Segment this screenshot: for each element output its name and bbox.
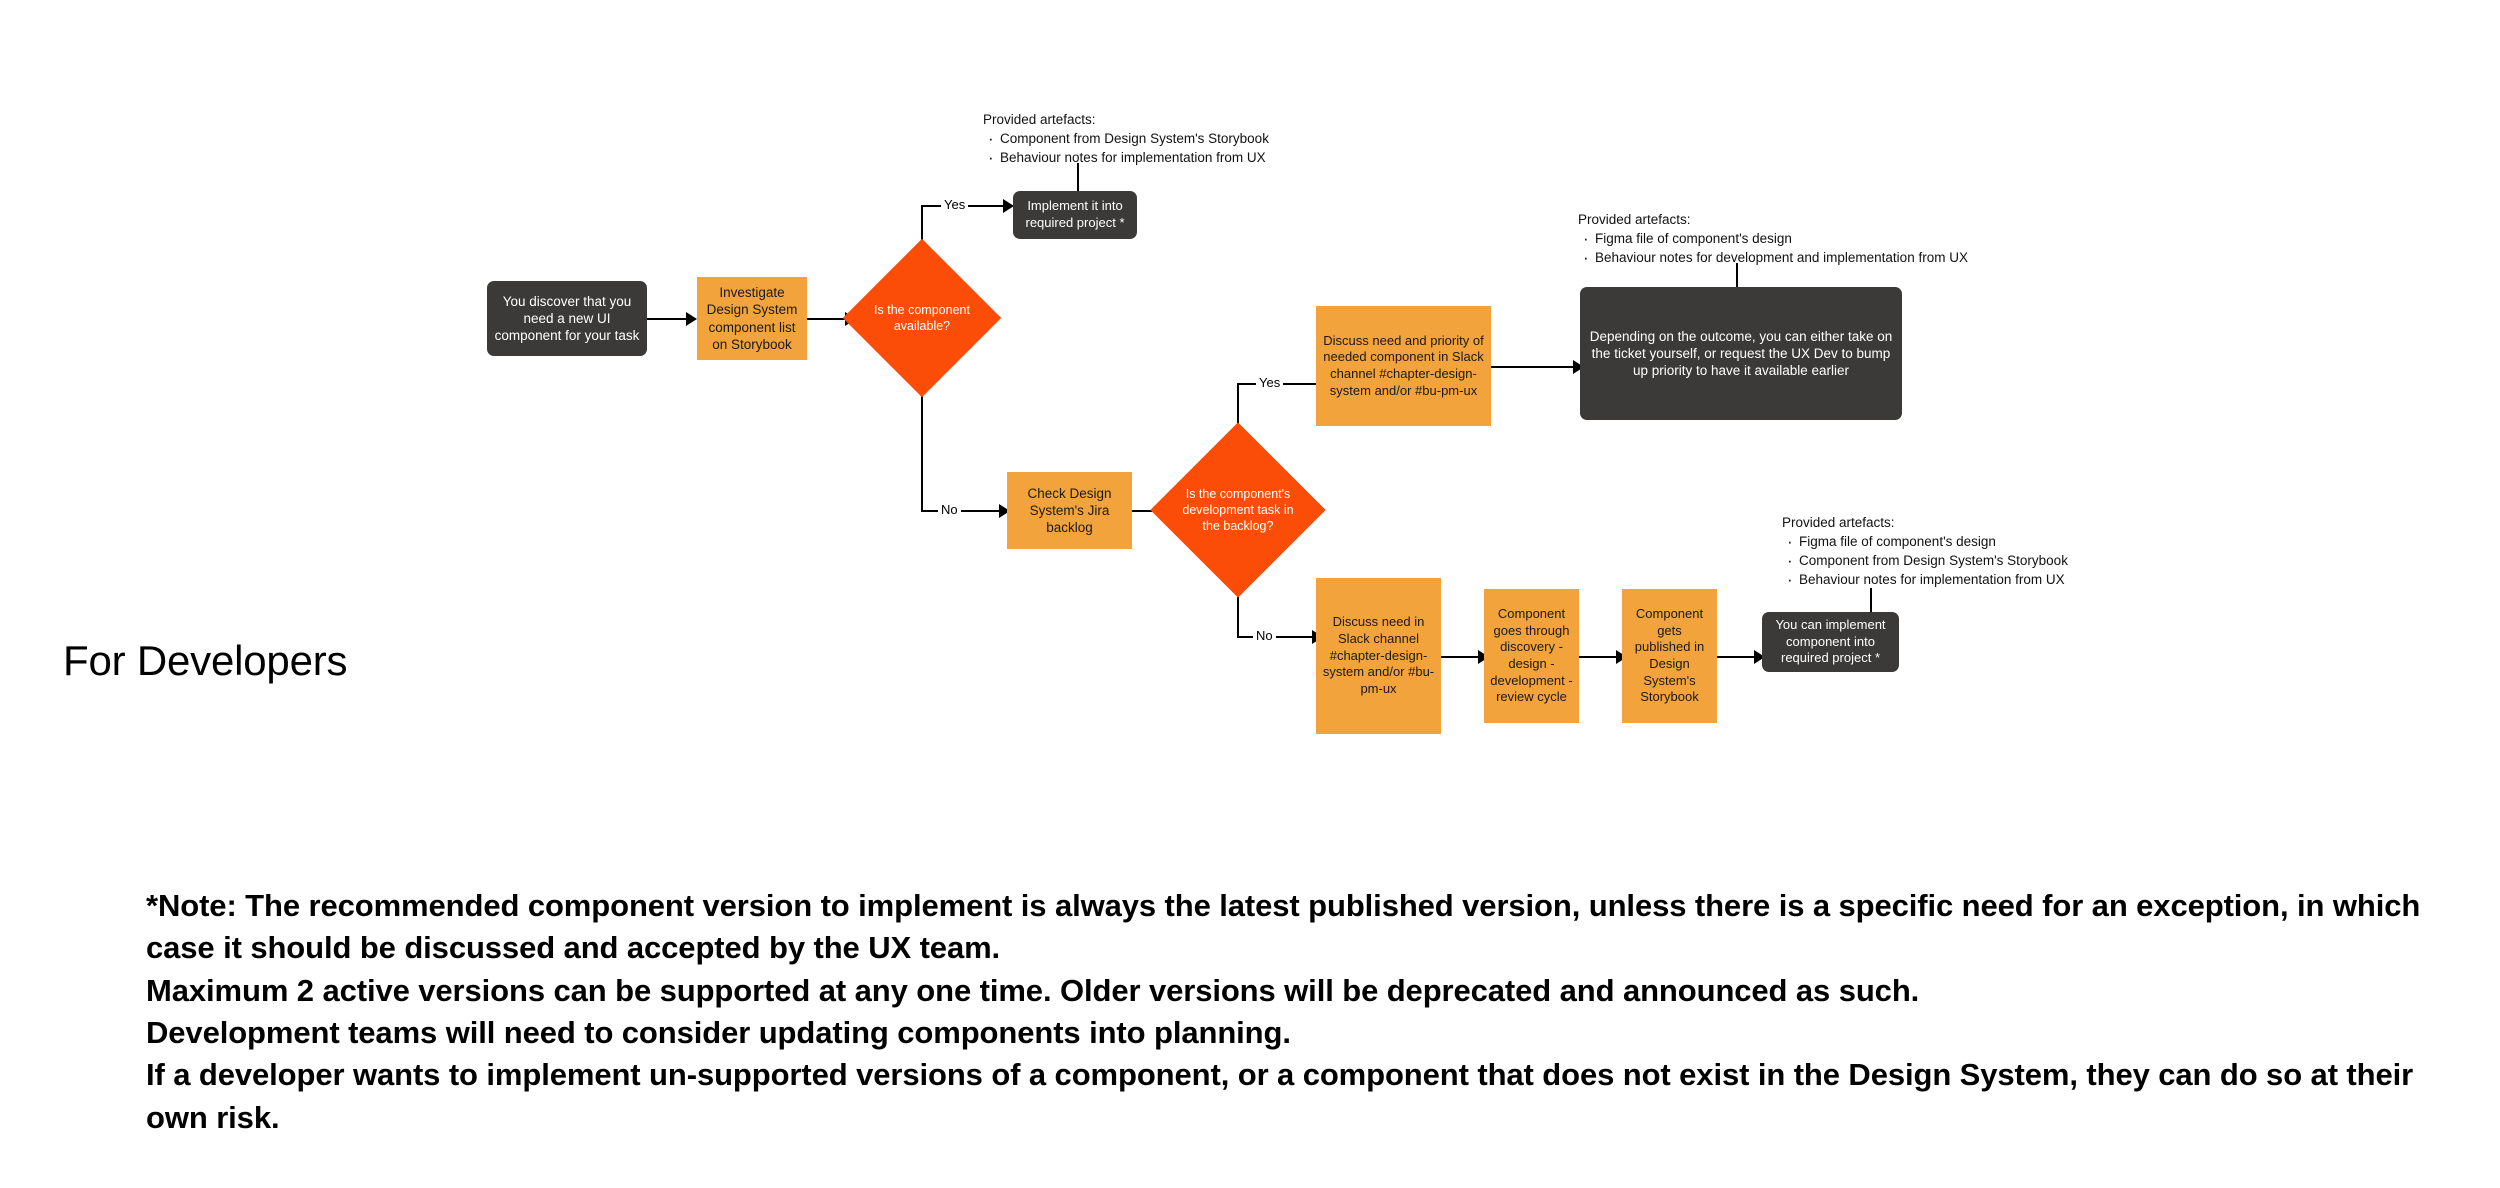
node-discuss-priority[interactable]: Discuss need and priority of needed comp… [1316, 306, 1491, 426]
artefacts-note-heading: Provided artefacts: [983, 112, 1096, 127]
note-connector-line [1077, 163, 1079, 197]
connector-need-to-cycle [1441, 656, 1483, 658]
node-discuss-need-label: Discuss need in Slack channel #chapter-d… [1322, 614, 1435, 696]
arrowhead-icon [999, 504, 1010, 518]
footnote-block: *Note: The recommended component version… [146, 885, 2446, 1139]
connector-no-horizontal [921, 510, 1006, 512]
footnote-line: *Note: The recommended component version… [146, 888, 2421, 966]
node-depending-outcome-label: Depending on the outcome, you can either… [1589, 328, 1893, 379]
edge-label-yes: Yes [941, 198, 969, 211]
footnote-line: Maximum 2 active versions can be support… [146, 972, 1920, 1008]
node-implement-it[interactable]: Implement it into required project * [1013, 191, 1137, 239]
node-start-label: You discover that you need a new UI comp… [494, 293, 640, 344]
artefacts-note-item: Behaviour notes for development and impl… [1578, 247, 1968, 269]
arrowhead-icon [686, 312, 697, 326]
connector-start-to-investigate [647, 318, 691, 320]
artefacts-note-heading: Provided artefacts: [1782, 515, 1895, 530]
footnote-line: Development teams will need to consider … [146, 1014, 1291, 1050]
arrowhead-icon [1478, 650, 1489, 664]
arrowhead-icon [1573, 360, 1584, 374]
node-check-jira[interactable]: Check Design System's Jira backlog [1007, 472, 1132, 549]
note-connector-line [1736, 263, 1738, 287]
node-implement-it-label: Implement it into required project * [1025, 198, 1125, 230]
connector-investigate-to-decision [807, 318, 850, 320]
artefacts-note-list: Figma file of component's design Compone… [1782, 531, 2068, 592]
node-investigate-label: Investigate Design System component list… [706, 284, 798, 352]
node-depending-outcome[interactable]: Depending on the outcome, you can either… [1580, 287, 1902, 420]
connector-published-to-final [1717, 656, 1759, 658]
connector-no2-horizontal [1237, 636, 1319, 638]
artefacts-note-item: Component from Design System's Storybook [1782, 550, 2068, 572]
node-discovery-cycle-label: Component goes through discovery - desig… [1490, 606, 1573, 705]
artefacts-note-list: Figma file of component's design Behavio… [1578, 228, 1968, 269]
artefacts-note-heading: Provided artefacts: [1578, 212, 1691, 227]
artefacts-note-implement: Provided artefacts: Component from Desig… [983, 110, 1269, 169]
node-published-label: Component gets published in Design Syste… [1634, 606, 1705, 705]
artefacts-note-item: Behaviour notes for implementation from … [1782, 569, 2068, 591]
footnote-line: If a developer wants to implement un-sup… [146, 1057, 2414, 1135]
node-start[interactable]: You discover that you need a new UI comp… [487, 281, 647, 356]
connector-yes2-riser [1237, 383, 1239, 450]
decision-component-available-label: Is the component available? [874, 302, 970, 333]
artefacts-note-item: Behaviour notes for implementation from … [983, 147, 1269, 169]
artefacts-note-list: Component from Design System's Storybook… [983, 128, 1269, 169]
arrowhead-icon [1003, 199, 1014, 213]
node-you-can-implement-label: You can implement component into require… [1775, 617, 1886, 666]
artefacts-note-final: Provided artefacts: Figma file of compon… [1782, 513, 2068, 592]
decision-backlog-task-label: Is the component's development task in t… [1182, 486, 1294, 534]
artefacts-note-item: Figma file of component's design [1578, 228, 1968, 250]
page-title: For Developers [63, 637, 348, 684]
arrowhead-icon [1754, 650, 1765, 664]
edge-label-no: No [1253, 629, 1276, 642]
node-check-jira-label: Check Design System's Jira backlog [1027, 485, 1112, 536]
node-discovery-cycle[interactable]: Component goes through discovery - desig… [1484, 589, 1579, 723]
edge-label-yes: Yes [1256, 376, 1284, 389]
node-discuss-priority-label: Discuss need and priority of needed comp… [1323, 332, 1484, 398]
edge-label-no: No [938, 503, 961, 516]
note-connector-line [1870, 588, 1872, 613]
connector-yes-riser [921, 205, 923, 250]
arrowhead-icon [1616, 650, 1627, 664]
artefacts-note-item: Figma file of component's design [1782, 531, 2068, 553]
decision-component-available[interactable]: Is the component available? [842, 238, 1002, 398]
connector-cycle-to-published [1579, 656, 1621, 658]
connector-priority-to-outcome [1491, 366, 1579, 368]
node-you-can-implement[interactable]: You can implement component into require… [1762, 612, 1899, 672]
node-discuss-need[interactable]: Discuss need in Slack channel #chapter-d… [1316, 578, 1441, 734]
connector-no-vertical [921, 374, 923, 512]
node-investigate[interactable]: Investigate Design System component list… [697, 277, 807, 360]
node-published[interactable]: Component gets published in Design Syste… [1622, 589, 1717, 723]
artefacts-note-outcome: Provided artefacts: Figma file of compon… [1578, 210, 1968, 269]
artefacts-note-item: Component from Design System's Storybook [983, 128, 1269, 150]
connector-no2-vertical [1237, 572, 1239, 638]
decision-backlog-task[interactable]: Is the component's development task in t… [1150, 422, 1326, 598]
